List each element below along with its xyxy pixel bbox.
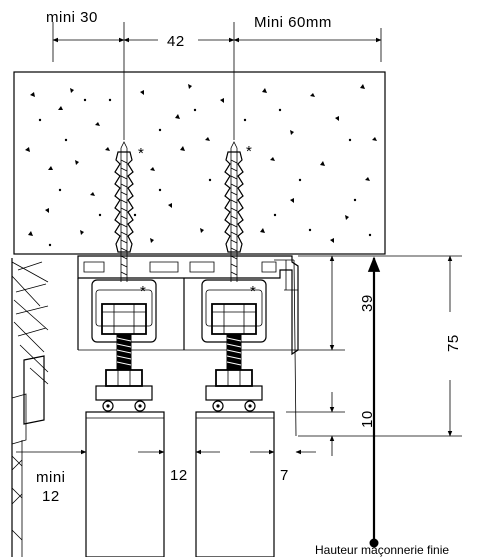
concrete-ceiling [13, 71, 386, 255]
door-panels [85, 411, 275, 557]
star-right-screw: * [246, 143, 252, 160]
dim-label-39: 39 [359, 294, 376, 312]
star-left-bracket: * [140, 283, 146, 300]
concrete-aggregate-pattern [25, 84, 377, 247]
dim-label-mini-12-line1: mini [36, 469, 66, 486]
dim-label-7: 7 [280, 467, 289, 484]
dim-label-mini-12-line2: 12 [42, 488, 60, 505]
dim-label-10: 10 [359, 410, 376, 428]
hanger-right [201, 279, 267, 412]
hanger-left [91, 279, 157, 412]
star-left-screw: * [138, 145, 144, 162]
right-dimensions [286, 255, 462, 548]
dim-label-mini-30: mini 30 [46, 9, 98, 26]
dim-label-42: 42 [167, 33, 185, 50]
finished-masonry-height-label: Hauteur maçonnerie finie [315, 543, 449, 557]
dim-label-12: 12 [170, 467, 188, 484]
dim-label-75: 75 [445, 334, 462, 352]
left-wall-section [11, 258, 49, 557]
star-right-bracket: * [250, 283, 256, 300]
dim-label-mini-60mm: Mini 60mm [254, 14, 332, 31]
top-dimensions [52, 22, 382, 140]
